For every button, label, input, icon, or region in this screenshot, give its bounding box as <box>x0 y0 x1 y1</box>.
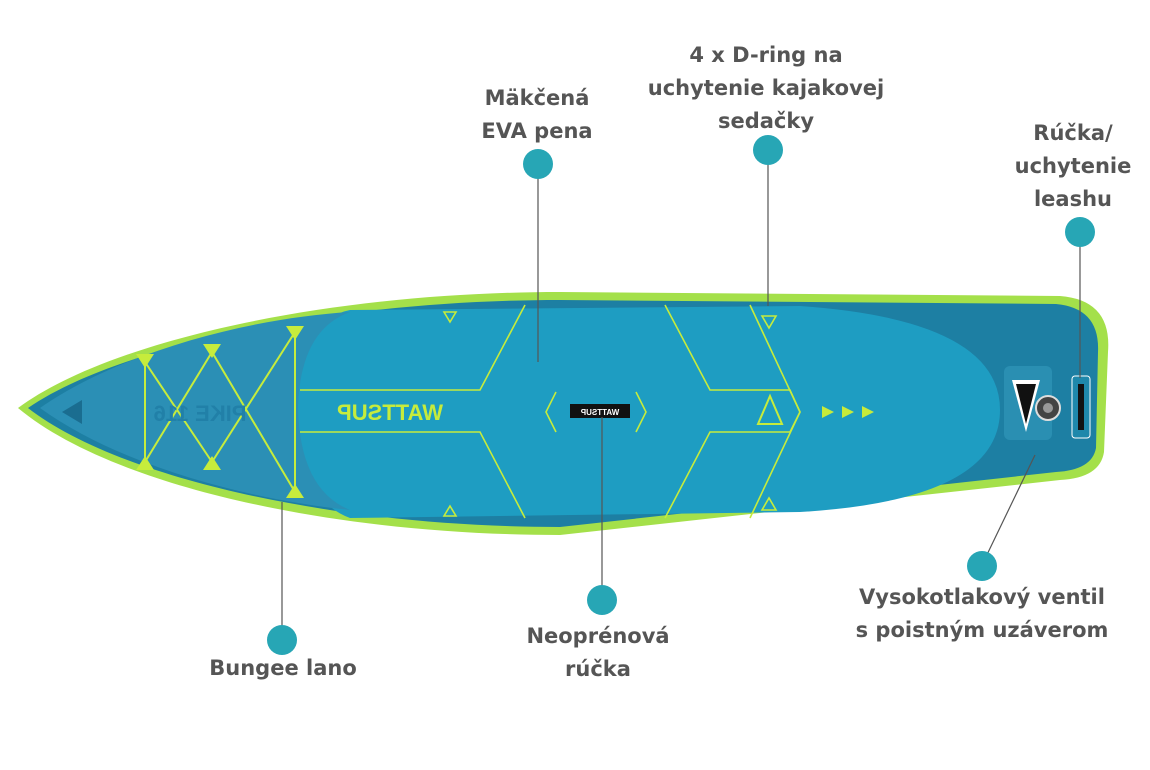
label-eva-line-1: Mäkčená <box>484 86 590 110</box>
leader-lines <box>281 150 1081 640</box>
label-valve-line-1: Vysokotlakový ventil <box>859 585 1105 609</box>
deck-accent-lines <box>300 304 801 519</box>
valve-shield-inner <box>1016 384 1036 424</box>
bungee-cord <box>144 331 296 493</box>
tail-arrows-icon <box>822 406 874 418</box>
label-eva-line-2: EVA pena <box>481 119 593 143</box>
neoprene-handle <box>570 404 630 418</box>
callout-dot-bungee <box>267 625 297 655</box>
nose-area <box>40 312 350 510</box>
bungee-anchors <box>136 326 304 498</box>
label-valve: Vysokotlakový ventil s poistným uzáverom <box>856 581 1109 647</box>
leash-handle-strap <box>1078 384 1084 430</box>
label-neoprene-handle: Neoprénová rúčka <box>526 620 669 686</box>
d-ring-markers <box>442 311 778 517</box>
label-dring-line-1: 4 x D-ring na <box>689 43 843 67</box>
deck-brand-text: WATTSUP <box>337 400 443 425</box>
label-leash-handle: Rúčka/ uchytenie leashu <box>1015 117 1132 216</box>
label-bungee-line-1: Bungee lano <box>209 656 357 680</box>
label-dring-line-3: sedačky <box>717 109 815 133</box>
callout-dot-dring <box>753 135 783 165</box>
label-handle-line-2: rúčka <box>565 657 631 681</box>
nose-model-text: PIKE 116 <box>154 401 247 426</box>
label-leash-line-1: Rúčka/ <box>1033 121 1113 145</box>
valve-cap-center <box>1043 403 1053 413</box>
callout-dot-valve <box>967 551 997 581</box>
label-d-rings: 4 x D-ring na uchytenie kajakovej sedačk… <box>648 39 885 138</box>
eva-deck-pad <box>295 306 1000 518</box>
callout-dot-handle <box>587 585 617 615</box>
label-leash-line-3: leashu <box>1033 187 1112 211</box>
label-bungee: Bungee lano <box>209 652 356 685</box>
label-dring-line-2: uchytenie kajakovej <box>647 76 885 100</box>
handle-brand-text: WATTSUP <box>580 408 619 417</box>
callout-dot-leash <box>1065 217 1095 247</box>
brand-logo-icon <box>756 393 784 425</box>
label-leash-line-2: uchytenie <box>1014 154 1132 178</box>
callout-dot-eva <box>523 149 553 179</box>
label-handle-line-1: Neoprénová <box>526 624 670 648</box>
nose-arrow-icon <box>62 400 82 424</box>
label-valve-line-2: s poistným uzáverom <box>855 618 1109 642</box>
label-eva-foam: Mäkčená EVA pena <box>481 82 592 148</box>
